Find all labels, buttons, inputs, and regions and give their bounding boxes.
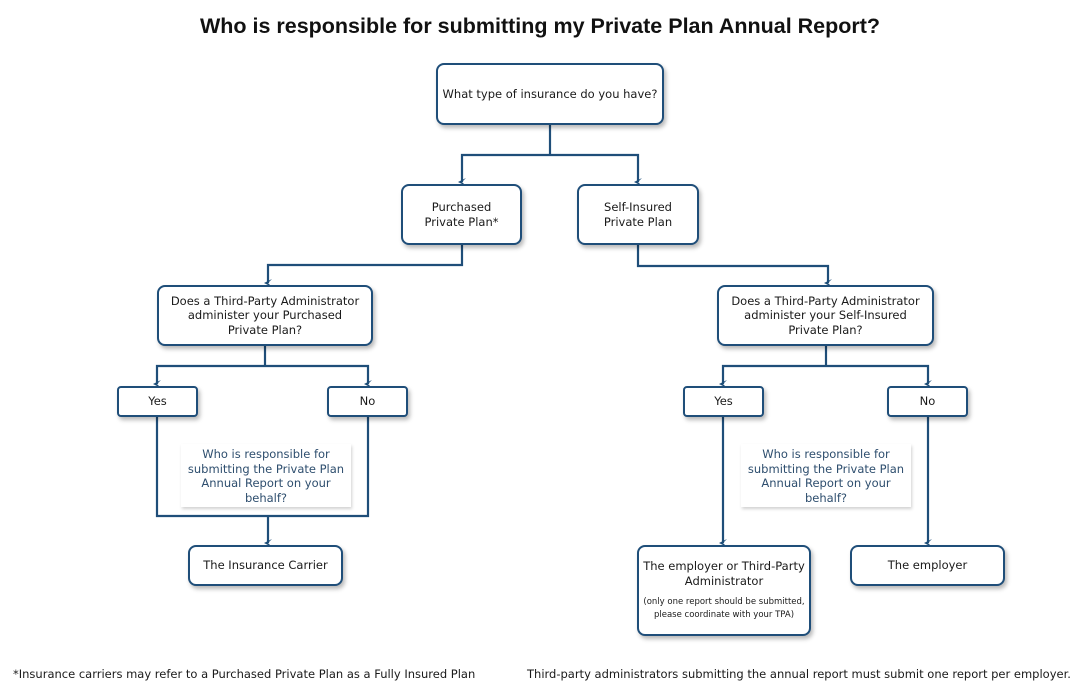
node-tpa-purchased-question: Does a Third-Party Administrator adminis… [157,285,373,346]
connector-left-merge [155,415,370,518]
node-no-right: No [887,386,968,417]
connector-to-no-right [826,364,932,388]
node-insurance-carrier: The Insurance Carrier [188,545,343,586]
connector-to-self-insured [550,153,642,186]
note-who-responsible-left: Who is responsible for submitting the Pr… [181,444,351,507]
connector-self-to-question [636,245,832,287]
node-yes-right: Yes [683,386,764,417]
page-title: Who is responsible for submitting my Pri… [199,14,881,38]
employer-tpa-label: The employer or Third-Party Administrato… [643,559,805,588]
node-tpa-self-insured-question: Does a Third-Party Administrator adminis… [717,285,934,346]
node-insurance-type-question: What type of insurance do you have? [436,63,664,125]
connector-to-no-left [265,364,372,388]
employer-tpa-note: (only one report should be submitted, pl… [643,597,805,620]
connector-purchased-to-question [264,245,464,287]
connector-to-yes-left [153,364,265,388]
footnote-right: Third-party administrators submitting th… [527,667,1071,681]
node-yes-left: Yes [117,386,198,417]
note-who-responsible-right: Who is responsible for submitting the Pr… [741,444,911,507]
node-self-insured-private-plan: Self-Insured Private Plan [577,184,699,245]
node-purchased-private-plan: Purchased Private Plan* [401,184,522,245]
connector-to-yes-right [719,364,826,388]
footnote-left: *Insurance carriers may refer to a Purch… [13,667,476,681]
node-employer-or-tpa: The employer or Third-Party Administrato… [637,545,811,636]
node-no-left: No [327,386,408,417]
connector-to-purchased [458,153,550,186]
node-the-employer: The employer [850,545,1005,586]
